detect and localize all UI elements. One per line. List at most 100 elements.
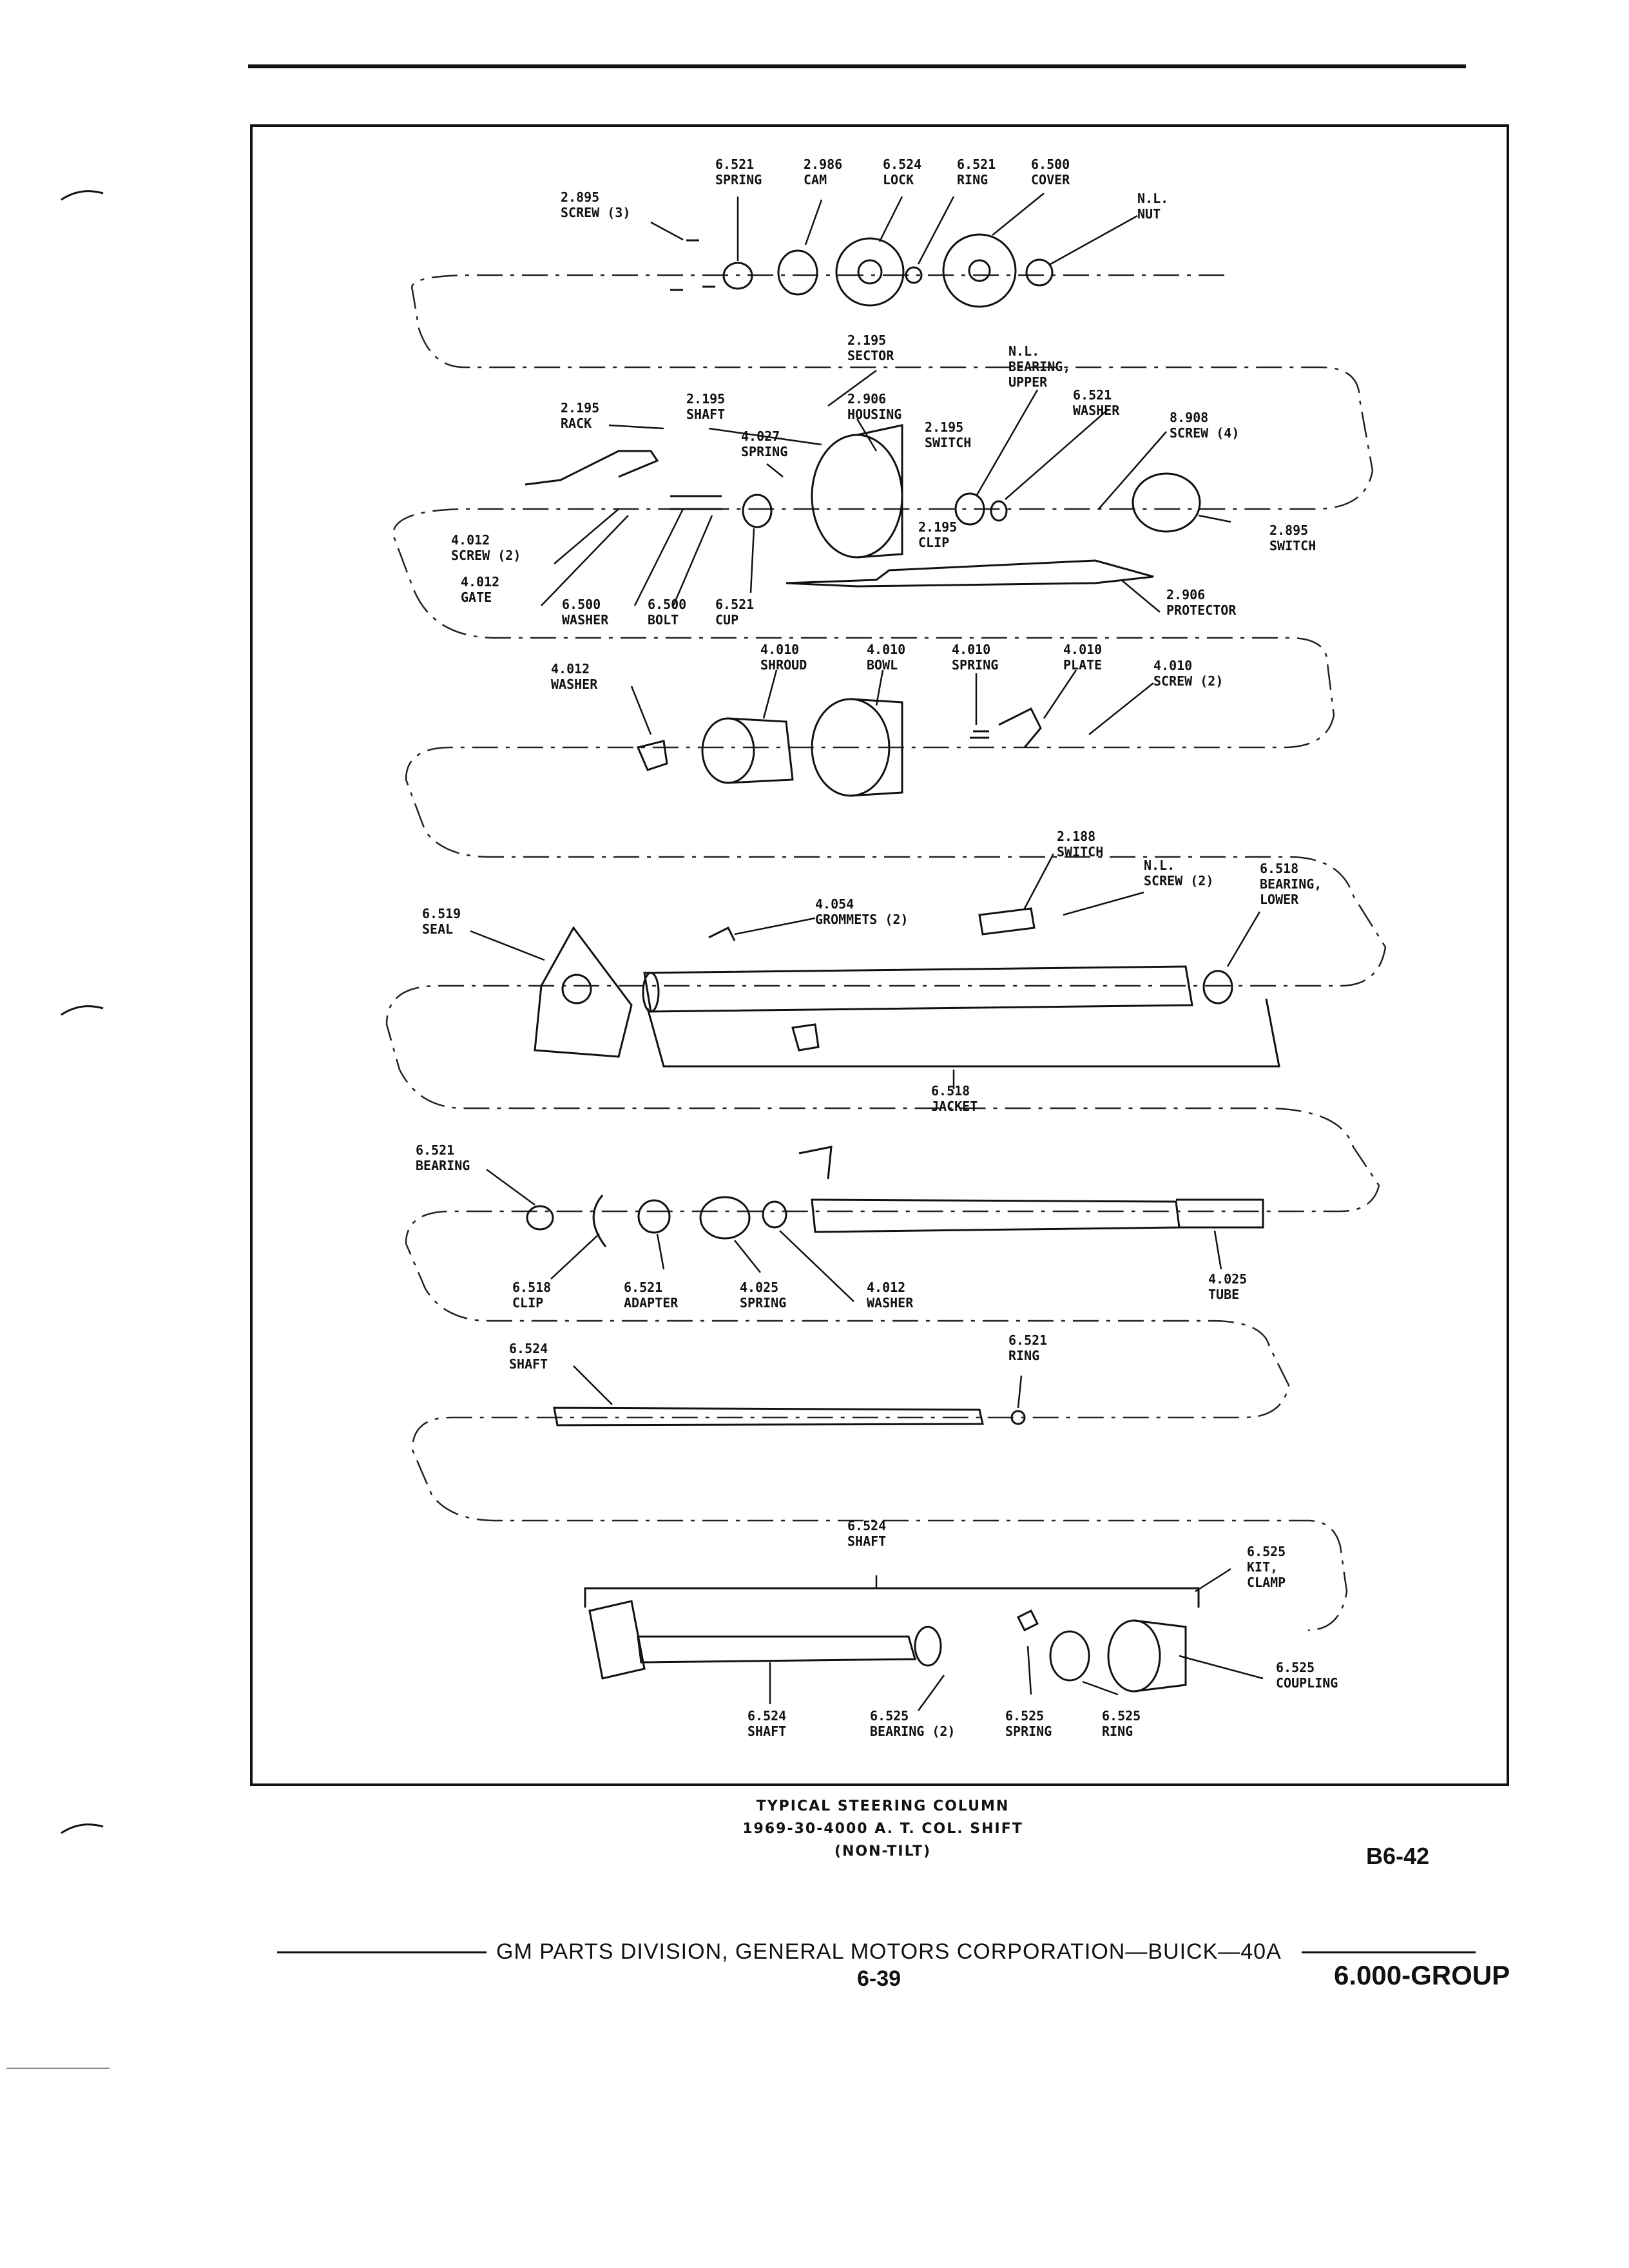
jacket-bracket <box>646 998 1280 1068</box>
label-line: CLAMP <box>1247 1575 1286 1590</box>
label-line: CUP <box>715 612 738 628</box>
label-line: 4.010 <box>952 642 990 657</box>
label-line: RACK <box>561 416 592 431</box>
shroud-part <box>701 717 755 784</box>
label-line: 4.027 <box>741 428 780 444</box>
label-line: BOLT <box>648 612 679 628</box>
label-line: LOWER <box>1260 892 1299 907</box>
label-line: 6.524 <box>883 157 921 172</box>
label-line: CLIP <box>512 1295 543 1311</box>
label-line: 6.525 <box>1005 1708 1044 1724</box>
lock-part <box>835 237 905 307</box>
nut-part <box>1025 258 1054 287</box>
label-line: SECTOR <box>847 348 894 363</box>
label-line: WASHER <box>1073 403 1120 418</box>
label-line: SWITCH <box>925 435 971 450</box>
ring-6525-part <box>1049 1630 1090 1682</box>
label-line: BEARING, <box>1260 876 1322 892</box>
label-line: 2.195 <box>847 332 886 348</box>
cup-part <box>742 494 773 528</box>
spring-4025-part <box>699 1196 751 1240</box>
label-line: 4.010 <box>1153 658 1192 673</box>
label-line: CAM <box>804 172 827 187</box>
label-line: COUPLING <box>1276 1675 1338 1691</box>
label-line: SHAFT <box>747 1724 786 1739</box>
label-line: 6.525 <box>1102 1708 1141 1724</box>
jacket-part <box>643 965 1193 1013</box>
label-line: SCREW (4) <box>1170 425 1239 441</box>
label-line: SWITCH <box>1057 844 1103 860</box>
label-line: 6.525 <box>1276 1660 1315 1675</box>
label-line: 6.525 <box>1247 1544 1286 1559</box>
label-line: WASHER <box>562 612 609 628</box>
label-line: 2.195 <box>918 519 957 535</box>
label-line: 6.524 <box>509 1341 548 1356</box>
label-line: SPRING <box>952 657 998 673</box>
label-line: 4.012 <box>451 532 490 548</box>
label-line: N.L. <box>1137 191 1168 206</box>
label-line: 6.524 <box>747 1708 786 1724</box>
label-line: WASHER <box>867 1295 914 1311</box>
parts-row-1 <box>670 233 1054 308</box>
coupling-part <box>1107 1619 1161 1693</box>
shaft-bracket <box>584 1587 1200 1608</box>
label-line: ADAPTER <box>624 1295 679 1311</box>
label-line: 2.895 <box>1269 523 1308 538</box>
label-line: KIT, <box>1247 1559 1278 1575</box>
label-line: 6.500 <box>562 597 601 612</box>
label-line: SWITCH <box>1269 538 1316 553</box>
label-line: 2.195 <box>561 400 599 416</box>
adapter-part <box>637 1199 671 1234</box>
label-line: SHAFT <box>847 1533 886 1549</box>
label-line: GROMMETS (2) <box>815 912 909 927</box>
label-line: 4.012 <box>867 1280 905 1295</box>
ring-6521b-part <box>1010 1410 1026 1425</box>
label-line: 6.500 <box>648 597 686 612</box>
label-line: SHAFT <box>686 407 725 422</box>
label-line: 4.010 <box>760 642 799 657</box>
switch-part <box>1132 472 1201 533</box>
group-number: 6.000-GROUP <box>1334 1960 1510 1990</box>
label-line: 6.525 <box>870 1708 909 1724</box>
spring-part <box>722 262 753 290</box>
label-line: 6.524 <box>847 1518 886 1533</box>
label-line: 4.012 <box>461 574 499 590</box>
label-line: SHROUD <box>760 657 807 673</box>
binding-mark <box>61 1005 104 1016</box>
label-line: COVER <box>1031 172 1070 187</box>
label-line: RING <box>1102 1724 1133 1739</box>
plate-part <box>998 707 1042 748</box>
label-line: NUT <box>1137 206 1161 222</box>
label-line: WASHER <box>551 677 598 692</box>
label-line: TUBE <box>1208 1287 1239 1302</box>
seal-part <box>534 926 633 1058</box>
protector-part <box>786 559 1154 588</box>
label-line: BEARING, <box>1008 359 1070 374</box>
label-line: 2.195 <box>925 419 963 435</box>
label-line: GATE <box>461 590 492 605</box>
parts-row-2 <box>525 424 1201 588</box>
label-bearing-upper-nl: N.L.BEARING,UPPER <box>1008 343 1070 390</box>
